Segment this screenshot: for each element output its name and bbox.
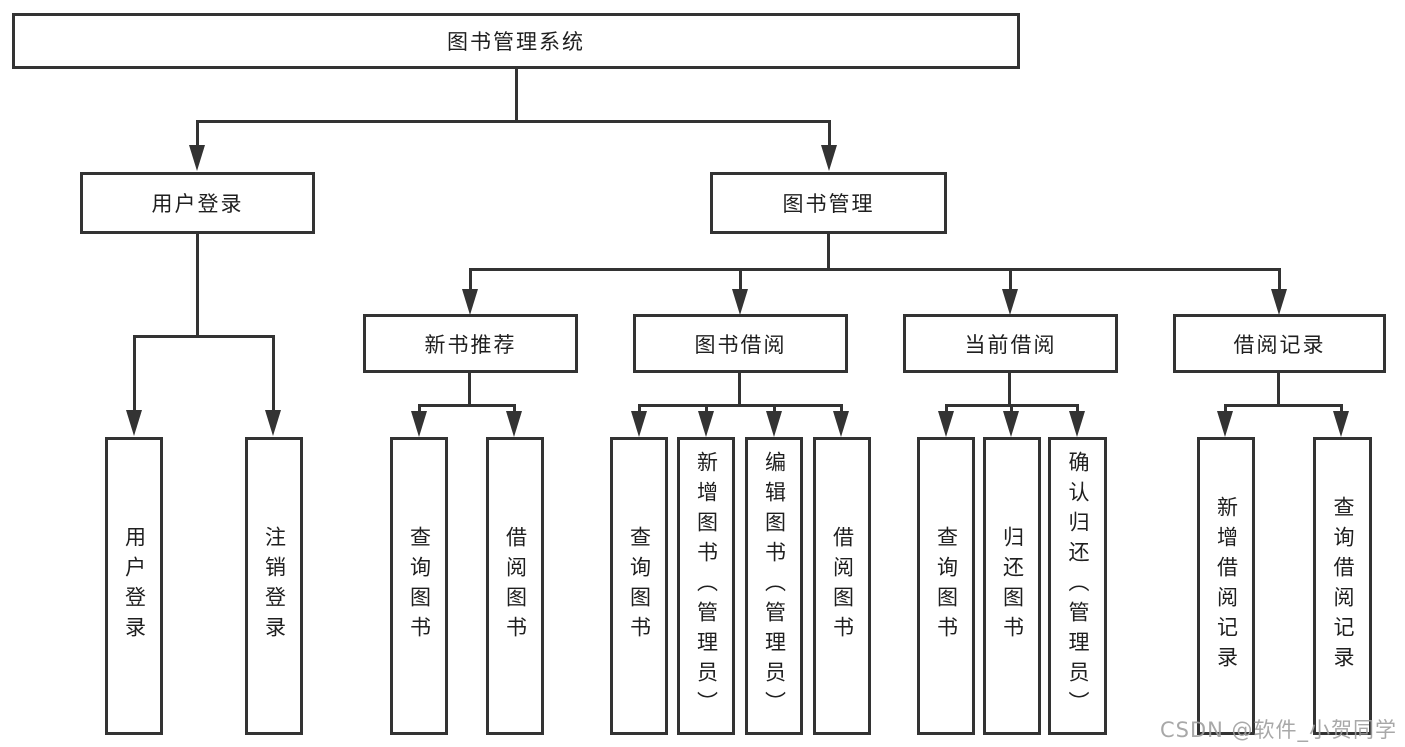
connector-drop-book-borrow [739, 268, 742, 290]
connector-root-stem [515, 69, 518, 120]
connector-book-management-bar [469, 268, 1281, 271]
arrowhead-down-icon [265, 410, 281, 436]
connector-drop [418, 404, 421, 413]
connector-new-book-stem [468, 373, 471, 405]
arrowhead-down-icon [732, 289, 748, 315]
connector-drop-borrow-records [1278, 268, 1281, 290]
leaf-label: 借阅图书 [830, 526, 855, 646]
leaf-user-login: 用户登录 [105, 437, 163, 735]
leaf-add-book-admin: 新增图书（管理员） [677, 437, 735, 735]
connector-drop [773, 404, 776, 413]
arrowhead-down-icon [1002, 289, 1018, 315]
connector-drop-book-management [828, 120, 831, 147]
connector-drop-leaf-logout [272, 335, 275, 410]
connector-user-login-bar [133, 335, 274, 338]
node-user-login: 用户登录 [80, 172, 315, 234]
connector-drop [1224, 404, 1227, 413]
connector-drop [840, 404, 843, 413]
arrowhead-down-icon [1003, 411, 1019, 437]
arrowhead-down-icon [766, 411, 782, 437]
leaf-query-books-borrow: 查询图书 [610, 437, 668, 735]
connector-new-book-bar [418, 404, 516, 407]
node-book-borrow: 图书借阅 [633, 314, 848, 373]
arrowhead-down-icon [833, 411, 849, 437]
leaf-borrow-books: 借阅图书 [813, 437, 871, 735]
leaf-label: 查询借阅记录 [1331, 496, 1355, 676]
connector-drop [1340, 404, 1343, 413]
leaf-label: 新增图书（管理员） [694, 451, 719, 721]
connector-drop [945, 404, 948, 413]
node-new-book-recommend: 新书推荐 [363, 314, 578, 373]
leaf-label: 查询图书 [627, 526, 652, 646]
node-current-borrow: 当前借阅 [903, 314, 1118, 373]
connector-drop [513, 404, 516, 413]
arrowhead-down-icon [821, 145, 837, 171]
leaf-label: 用户登录 [122, 526, 147, 646]
node-book-management: 图书管理 [710, 172, 947, 234]
connector-drop [1010, 404, 1013, 413]
arrowhead-down-icon [1271, 289, 1287, 315]
arrowhead-down-icon [631, 411, 647, 437]
connector-user-login-stem [196, 234, 199, 336]
connector-drop-user-login [196, 120, 199, 147]
leaf-label: 编辑图书（管理员） [762, 451, 787, 721]
arrowhead-down-icon [698, 411, 714, 437]
leaf-edit-book-admin: 编辑图书（管理员） [745, 437, 803, 735]
arrowhead-down-icon [1217, 411, 1233, 437]
arrowhead-down-icon [1333, 411, 1349, 437]
arrowhead-down-icon [411, 411, 427, 437]
leaf-label: 归还图书 [1000, 526, 1025, 646]
leaf-add-borrow-record: 新增借阅记录 [1197, 437, 1255, 735]
leaf-borrow-books-recommend: 借阅图书 [486, 437, 544, 735]
leaf-return-book: 归还图书 [983, 437, 1041, 735]
leaf-confirm-return-admin: 确认归还（管理员） [1048, 437, 1107, 735]
connector-root-bar [196, 120, 830, 123]
arrowhead-down-icon [1069, 411, 1085, 437]
connector-book-management-stem [827, 234, 830, 270]
leaf-query-borrow-record: 查询借阅记录 [1313, 437, 1372, 735]
arrowhead-down-icon [462, 289, 478, 315]
connector-book-borrow-stem [738, 373, 741, 405]
leaf-label: 新增借阅记录 [1214, 496, 1239, 676]
leaf-label: 注销登录 [262, 526, 287, 646]
connector-drop [705, 404, 708, 413]
node-borrow-records: 借阅记录 [1173, 314, 1386, 373]
leaf-query-books-current: 查询图书 [917, 437, 975, 735]
leaf-label: 借阅图书 [503, 526, 528, 646]
leaf-logout: 注销登录 [245, 437, 303, 735]
arrowhead-down-icon [189, 145, 205, 171]
node-library-management-system: 图书管理系统 [12, 13, 1020, 69]
connector-drop-leaf-user-login [133, 335, 136, 410]
connector-drop [1076, 404, 1079, 413]
leaf-label: 查询图书 [407, 526, 432, 646]
connector-drop-new-book [469, 268, 472, 290]
arrowhead-down-icon [506, 411, 522, 437]
connector-book-borrow-bar [638, 404, 843, 407]
leaf-label: 确认归还（管理员） [1066, 451, 1090, 721]
arrowhead-down-icon [938, 411, 954, 437]
connector-borrow-records-stem [1277, 373, 1280, 405]
leaf-query-books-recommend: 查询图书 [390, 437, 448, 735]
arrowhead-down-icon [126, 410, 142, 436]
connector-drop [638, 404, 641, 413]
connector-borrow-records-bar [1224, 404, 1343, 407]
leaf-label: 查询图书 [934, 526, 959, 646]
csdn-watermark: CSDN @软件_小贺同学 [1160, 718, 1398, 742]
connector-current-borrow-stem [1008, 373, 1011, 405]
connector-drop-current-borrow [1009, 268, 1012, 290]
